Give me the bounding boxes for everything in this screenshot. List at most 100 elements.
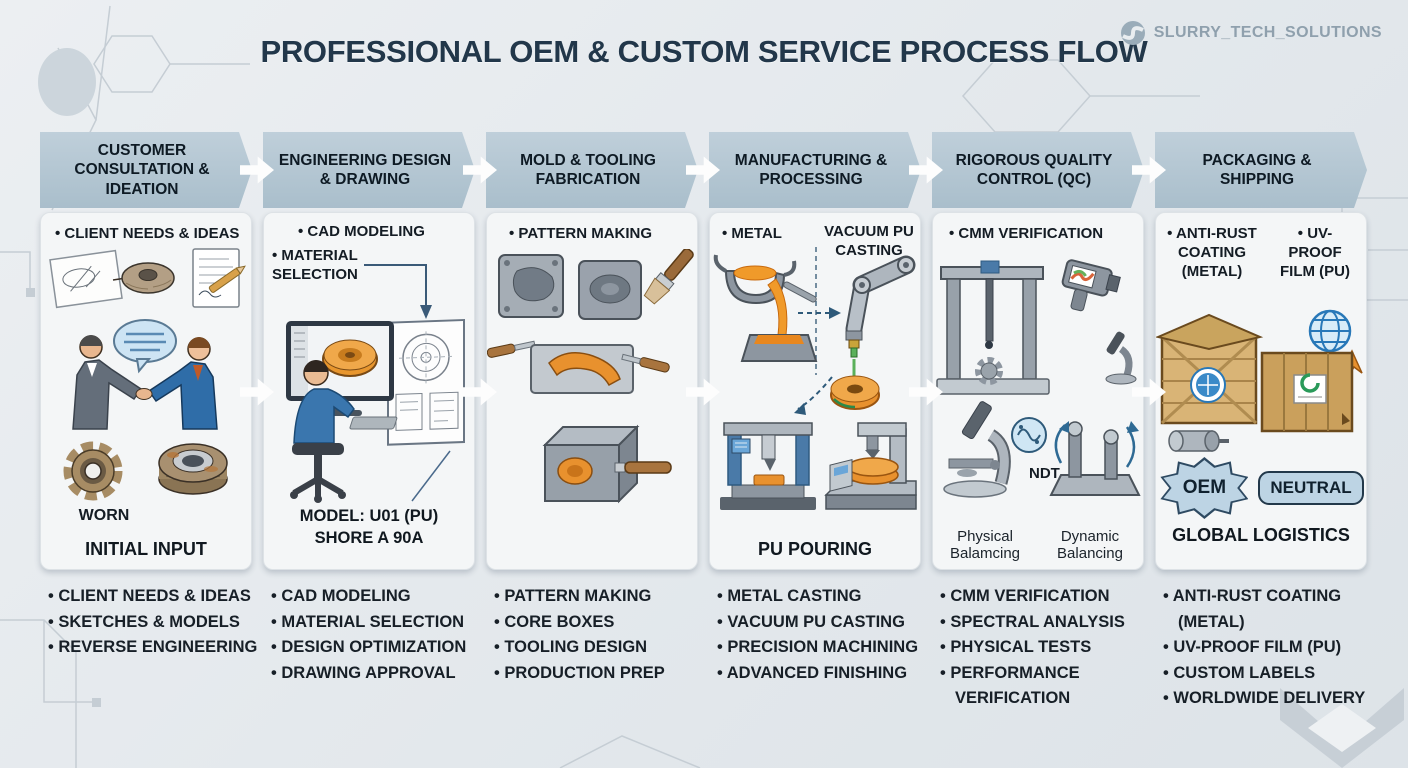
worn-gear-icon xyxy=(63,441,123,501)
stage-1-card: CLIENT NEEDS & IDEAS xyxy=(40,212,252,570)
brush-icon xyxy=(643,249,694,305)
balancing-rig-icon xyxy=(1049,421,1141,496)
manufacturing-illustration xyxy=(713,247,917,510)
robot-arm-icon xyxy=(845,255,916,377)
list-item: ANTI-RUST COATING (METAL) xyxy=(1163,584,1383,635)
stage-packaging-shipping: PACKAGING & SHIPPING ANTI-RUST COATING (… xyxy=(1155,132,1367,707)
stage-4-bullet-list: METAL CASTING VACUUM PU CASTING PRECISIO… xyxy=(709,584,937,686)
office-chair-icon xyxy=(290,443,346,503)
list-item: ADVANCED FINISHING xyxy=(717,661,937,687)
list-item: REVERSE ENGINEERING xyxy=(48,635,268,661)
stage-6-caption: GLOBAL LOGISTICS xyxy=(1172,525,1350,545)
stage-5-card: CMM VERIFICATION xyxy=(932,212,1144,570)
technical-drawing-icon xyxy=(387,318,465,446)
card-bullet: CMM VERIFICATION xyxy=(949,225,1103,244)
list-item: DRAWING APPROVAL xyxy=(271,661,491,687)
card-bullet: ANTI-RUST COATING (METAL) xyxy=(1164,225,1260,281)
brand-s-swirl-icon xyxy=(1120,21,1145,45)
worn-pulley-icon xyxy=(158,443,228,495)
stage-manufacturing: MANUFACTURING & PROCESSING METAL VACUUM … xyxy=(709,132,921,682)
list-item: WORLDWIDE DELIVERY xyxy=(1163,686,1383,712)
packaging-illustration xyxy=(1156,309,1363,452)
stage-engineering-design: ENGINEERING DESIGN & DRAWING CAD MODELIN… xyxy=(263,132,475,682)
sketch-paper-icon xyxy=(49,249,123,309)
list-item: MATERIAL SELECTION xyxy=(271,610,491,636)
core-box-icon xyxy=(542,424,672,504)
stage-6-header: PACKAGING & SHIPPING xyxy=(1155,132,1367,208)
callout-line xyxy=(411,450,451,502)
list-item: UV-PROOF FILM (PU) xyxy=(1163,635,1383,661)
stage-5-bullet-list: CMM VERIFICATION SPECTRAL ANALYSIS PHYSI… xyxy=(932,584,1160,712)
model-spec-line1: MODEL: U01 (PU) xyxy=(299,507,439,525)
list-item: CUSTOM LABELS xyxy=(1163,661,1383,687)
list-item: CMM VERIFICATION xyxy=(940,584,1160,610)
oem-badge: OEM xyxy=(1160,457,1249,519)
stage-4-caption: PU POURING xyxy=(757,539,872,559)
mold-half-icon xyxy=(578,260,642,320)
card-bullet: CLIENT NEEDS & IDEAS xyxy=(55,225,245,244)
stage-customer-consultation: CUSTOMER CONSULTATION & IDEATION CLIENT … xyxy=(40,132,257,656)
wooden-crate-icon xyxy=(1260,351,1354,433)
model-spec-line2: SHORE A 90A xyxy=(314,529,424,547)
stage-6-bullet-list: ANTI-RUST COATING (METAL) UV-PROOF FILM … xyxy=(1155,584,1383,712)
small-microscope-icon xyxy=(1105,331,1137,385)
stage-1-caption: INITIAL INPUT xyxy=(85,539,207,559)
globe-icon xyxy=(1308,309,1352,353)
pu-wheel-icon xyxy=(830,375,880,410)
chisel-icon xyxy=(621,353,670,373)
casting-mold-icon xyxy=(740,334,818,362)
brand-name: SLURRY_TECH_SOLUTIONS xyxy=(1153,24,1382,41)
stage-2-card: CAD MODELING MATERIAL SELECTION xyxy=(263,212,475,570)
list-item: DESIGN OPTIMIZATION xyxy=(271,635,491,661)
chisel-icon xyxy=(487,340,536,358)
stage-5-header: RIGOROUS QUALITY CONTROL (QC) xyxy=(932,132,1144,208)
list-item: SKETCHES & MODELS xyxy=(48,610,268,636)
badge-row: OEM NEUTRAL xyxy=(1156,457,1368,519)
brand-logo: SLURRY_TECH_SOLUTIONS xyxy=(1120,20,1382,46)
list-item: PERFORMANCE VERIFICATION xyxy=(940,661,1160,712)
quality-control-illustration xyxy=(936,259,1141,498)
list-item: PRODUCTION PREP xyxy=(494,661,714,687)
stage-2-bullet-list: CAD MODELING MATERIAL SELECTION DESIGN O… xyxy=(263,584,491,686)
engineer-person-icon xyxy=(293,360,398,444)
consultation-illustration xyxy=(49,248,246,501)
list-item: TOOLING DESIGN xyxy=(494,635,714,661)
metal-pouring-ladle-icon xyxy=(713,254,817,336)
mold-half-icon xyxy=(498,254,564,318)
card-bullet: METAL xyxy=(722,225,782,244)
stage-4-card: METAL VACUUM PU CASTING xyxy=(709,212,921,570)
dashed-arrow xyxy=(797,376,833,410)
monitor-cad-icon xyxy=(286,321,394,416)
stage-2-header: ENGINEERING DESIGN & DRAWING xyxy=(263,132,475,208)
stage-6-card: ANTI-RUST COATING (METAL) UV-PROOF FILM … xyxy=(1155,212,1367,570)
microscope-icon xyxy=(943,401,1011,498)
cylinder-part-icon xyxy=(1168,430,1229,452)
oem-badge-label: OEM xyxy=(1182,477,1227,498)
stage-4-header: MANUFACTURING & PROCESSING xyxy=(709,132,921,208)
pattern-plate-icon xyxy=(530,344,634,394)
list-item: CAD MODELING xyxy=(271,584,491,610)
list-item: METAL CASTING xyxy=(717,584,937,610)
stage-quality-control: RIGOROUS QUALITY CONTROL (QC) CMM VERIFI… xyxy=(932,132,1144,707)
list-item: CLIENT NEEDS & IDEAS xyxy=(48,584,268,610)
list-item: SPECTRAL ANALYSIS xyxy=(940,610,1160,636)
list-item: CORE BOXES xyxy=(494,610,714,636)
neutral-badge: NEUTRAL xyxy=(1258,471,1364,505)
list-item: PRECISION MACHINING xyxy=(717,635,937,661)
cad-design-illustration xyxy=(286,264,465,503)
stage-3-bullet-list: PATTERN MAKING CORE BOXES TOOLING DESIGN… xyxy=(486,584,714,686)
ndt-label: NDT xyxy=(1029,465,1060,482)
speech-bubble-icon xyxy=(113,319,177,374)
handshake-people-icon xyxy=(72,335,218,430)
document-pencil-icon xyxy=(192,248,246,308)
page-title: PROFESSIONAL OEM & CUSTOM SERVICE PROCES… xyxy=(260,34,1148,69)
physical-balancing-label: Physical Balamcing xyxy=(949,528,1021,562)
connector-arrow xyxy=(364,264,427,307)
list-item: VACUUM PU CASTING xyxy=(717,610,937,636)
worn-label: WORN xyxy=(78,507,130,524)
cnc-machine-icon xyxy=(720,422,816,510)
card-bullet: PATTERN MAKING xyxy=(509,225,652,244)
stage-3-card: PATTERN MAKING xyxy=(486,212,698,570)
ndt-icon xyxy=(1011,417,1047,453)
